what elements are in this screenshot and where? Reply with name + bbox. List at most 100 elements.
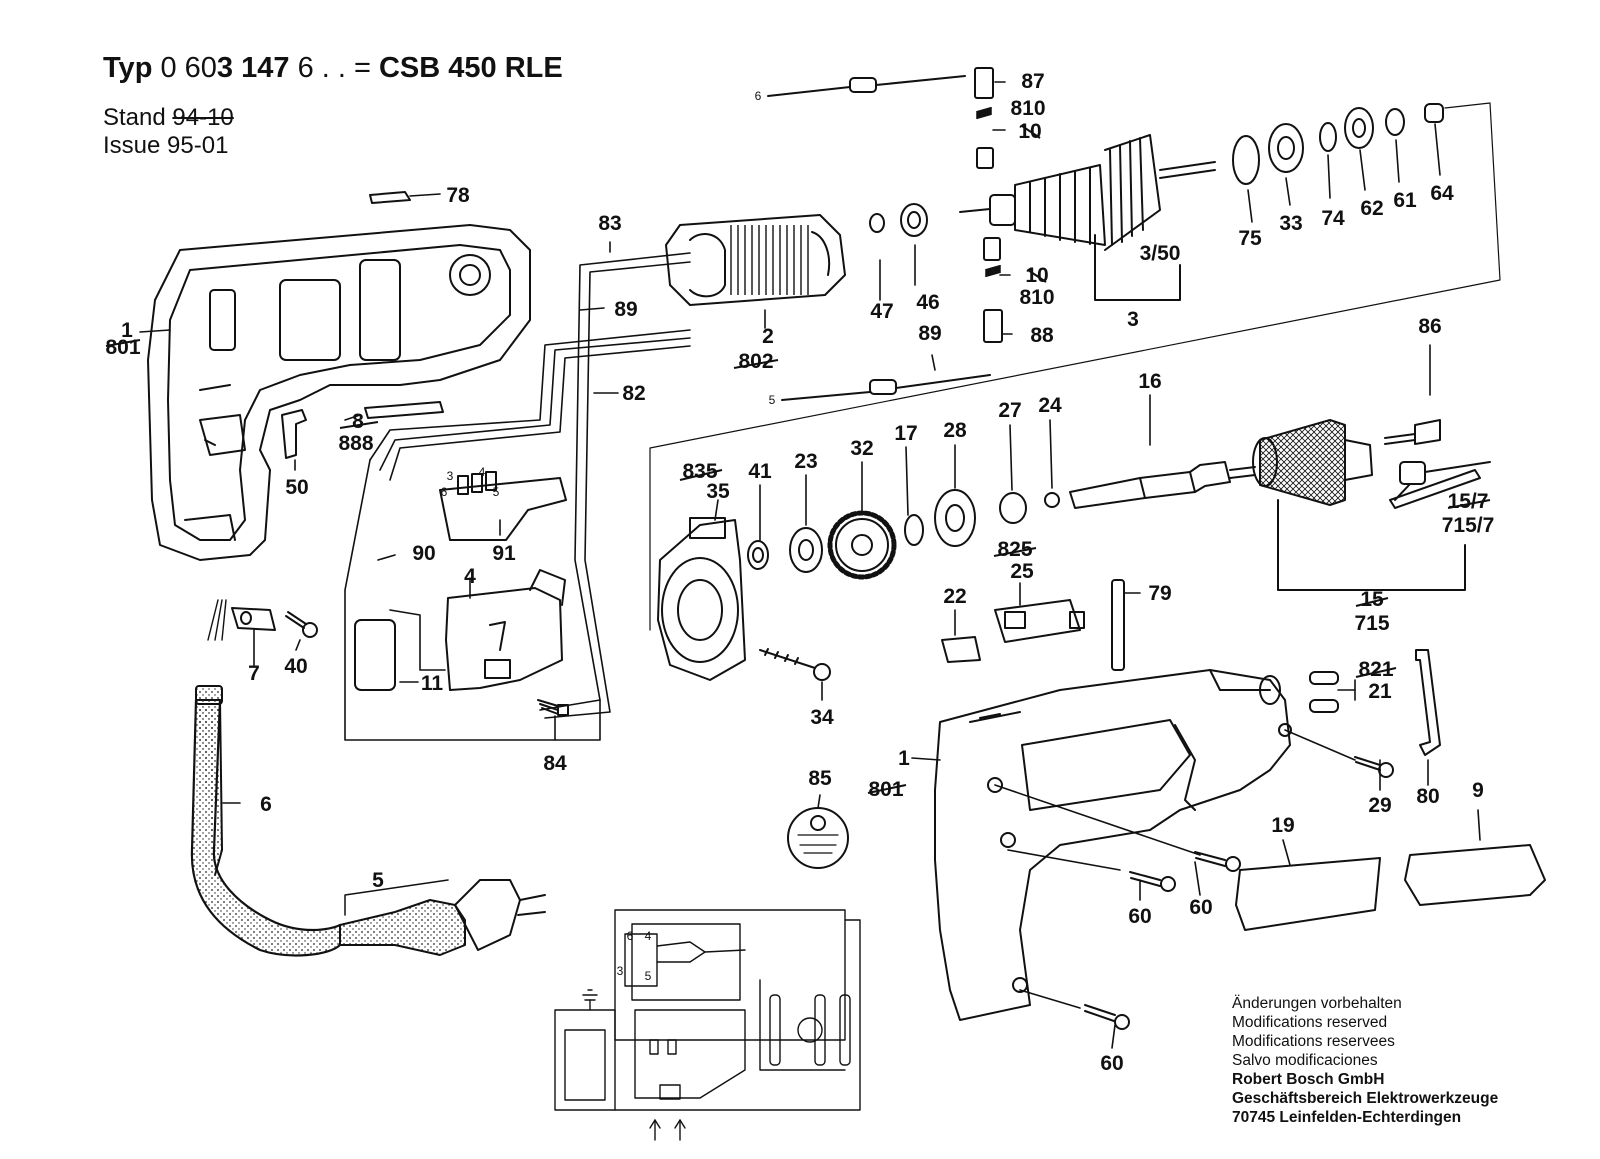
small-labels: 6 5 3 4 5 6 6 4 3 5 [441, 89, 776, 983]
housing-half-left [147, 224, 531, 561]
circuit-terminal-3: 3 [617, 964, 624, 978]
bracket-5 [344, 879, 449, 916]
part-62-bearing [1344, 107, 1374, 149]
part-brush-bottom [983, 237, 1001, 261]
label-16: 16 [1138, 370, 1161, 393]
part-46-bearing [900, 203, 928, 237]
label-83: 83 [598, 212, 621, 235]
typ-number-plain: 0 60 [160, 52, 217, 84]
part-79-pin [1111, 579, 1125, 671]
label-2: 2 [762, 325, 774, 348]
label-34: 34 [810, 706, 834, 729]
part-27-spring [999, 492, 1027, 524]
label-15-7: 15/7 [1448, 490, 1489, 513]
label-821: 821 [1358, 658, 1393, 681]
note-de: Änderungen vorbehalten [1232, 995, 1402, 1012]
label-24: 24 [1038, 394, 1062, 417]
armature-3 [959, 134, 1216, 251]
label-825: 825 [997, 538, 1032, 561]
label-46: 46 [916, 291, 939, 314]
company-division: Geschäftsbereich Elektrowerkzeuge [1232, 1090, 1499, 1107]
part-80-bar [1415, 649, 1441, 756]
label-90: 90 [412, 542, 435, 565]
part-23-hub [789, 527, 823, 573]
part-78-cap [369, 191, 411, 204]
wire-label-6: 6 [755, 89, 762, 103]
issue-label: Issue [103, 132, 161, 159]
part-61-ring [1385, 108, 1405, 136]
label-60-c: 60 [1100, 1052, 1123, 1075]
part-88-brush-holder [983, 309, 1003, 343]
label-80: 80 [1416, 785, 1439, 808]
issue-line: Issue 95-01 [103, 132, 228, 160]
housing-assembled [934, 669, 1292, 1021]
label-60-a: 60 [1128, 905, 1151, 928]
stand-label: Stand [103, 104, 166, 131]
label-11: 11 [421, 672, 444, 695]
label-810-top: 810 [1010, 97, 1045, 120]
part-35-bearing-plate [657, 517, 746, 681]
label-74: 74 [1321, 207, 1345, 230]
type-heading: Typ 0 603 147 6 . . = CSB 450 RLE [103, 52, 563, 85]
label-835: 835 [682, 460, 717, 483]
circuit-terminal-4: 4 [645, 929, 652, 943]
label-64: 64 [1430, 182, 1454, 205]
label-82: 82 [622, 382, 645, 405]
label-715: 715 [1354, 612, 1389, 635]
part-5-plug [339, 879, 546, 956]
part-60-screw-b [1194, 851, 1241, 872]
switch-terminal-5: 5 [493, 485, 500, 499]
note-es: Salvo modificaciones [1232, 1052, 1378, 1069]
part-17-ring [904, 514, 924, 546]
stand-value: 94-10 [172, 104, 234, 131]
part-21-pin-a [1309, 671, 1339, 685]
part-87-brush-holder [974, 67, 994, 99]
part-60-screw-c [1084, 1004, 1130, 1030]
part-9-cover [1404, 844, 1546, 906]
strike-marks [105, 125, 1491, 794]
part-91-switch-block [439, 471, 567, 541]
label-10-bottom: 10 [1025, 264, 1048, 287]
part-16-spindle [1069, 461, 1256, 509]
typ-label: Typ [103, 52, 153, 84]
label-85: 85 [808, 767, 832, 790]
typ-suffix: 6 . . = [297, 52, 371, 84]
label-810-bottom: 810 [1019, 286, 1054, 309]
modification-notes: Änderungen vorbehalten Modifications res… [1232, 994, 1498, 1127]
part-40-screw [285, 611, 318, 638]
issue-value: 95-01 [167, 132, 229, 159]
label-6: 6 [260, 793, 272, 816]
label-10-top: 10 [1018, 120, 1041, 143]
label-5: 5 [372, 869, 384, 892]
part-75-ring [1232, 135, 1260, 185]
note-en: Modifications reserved [1232, 1014, 1388, 1031]
part-28-bearing [934, 489, 976, 547]
label-802: 802 [738, 350, 773, 373]
part-21-pin-b [1309, 699, 1339, 713]
part-64-cap [1424, 103, 1444, 123]
part-85-badge [787, 807, 849, 869]
label-8: 8 [352, 410, 364, 433]
label-25: 25 [1010, 560, 1034, 583]
part-24-ball [1044, 492, 1060, 508]
label-75: 75 [1238, 227, 1262, 250]
label-17: 17 [894, 422, 917, 445]
wiring-harness [344, 252, 691, 741]
label-15: 15 [1360, 588, 1384, 611]
part-8-plate [364, 401, 444, 419]
typ-number-bold: 3 147 [216, 52, 290, 84]
part-brush-top [976, 147, 994, 169]
label-19: 19 [1271, 814, 1294, 837]
note-fr: Modifications reservees [1232, 1033, 1395, 1050]
part-labels: 1 801 78 83 89 82 8 888 50 2 802 47 46 8… [105, 70, 1494, 1075]
part-810-spring-bottom [985, 265, 1001, 277]
part-19-cover [1235, 857, 1381, 931]
model-name: CSB 450 RLE [378, 52, 563, 84]
label-4: 4 [464, 565, 476, 588]
label-23: 23 [794, 450, 817, 473]
part-11-capacitor [354, 619, 396, 691]
label-79: 79 [1148, 582, 1171, 605]
label-801-top: 801 [105, 336, 140, 359]
label-50: 50 [285, 476, 308, 499]
